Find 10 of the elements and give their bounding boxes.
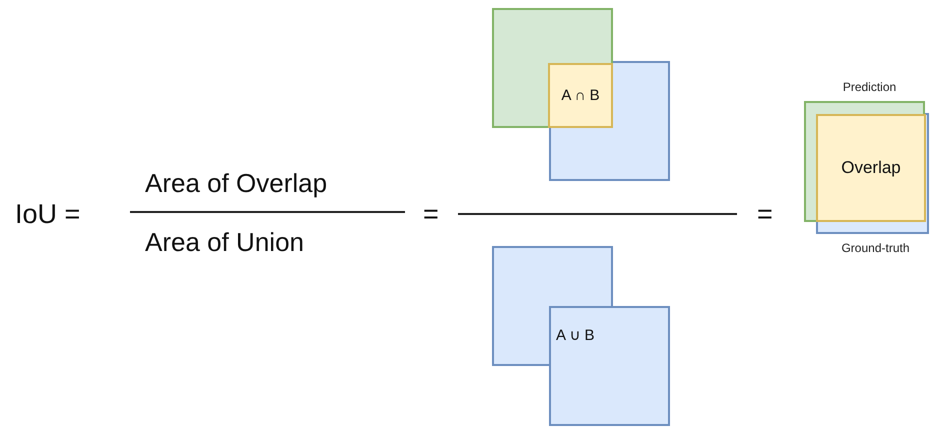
equation-text: Area of Union (145, 229, 304, 255)
box-caption: Ground-truth (840, 240, 910, 256)
set-label: A ∩ B (561, 87, 600, 104)
equation-text: = (757, 201, 773, 228)
set-label: A ∪ B (556, 326, 595, 344)
equation-text: IoU = (15, 201, 80, 228)
equation-text: = (423, 201, 439, 228)
set-label: Overlap (841, 158, 901, 178)
box-caption: Prediction (842, 79, 896, 95)
equation-text: Area of Overlap (145, 170, 328, 196)
